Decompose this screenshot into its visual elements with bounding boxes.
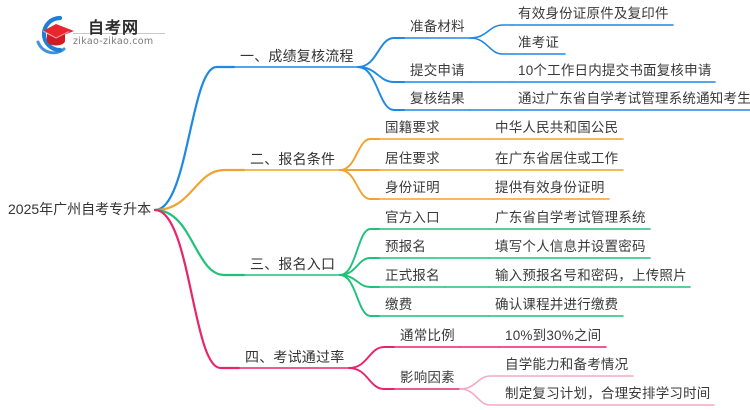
node-label-1-1[interactable]: 准备材料 xyxy=(410,19,465,34)
node-label-1-2[interactable]: 提交申请 xyxy=(410,63,465,78)
leaf-label-2-3-1[interactable]: 提供有效身份证明 xyxy=(495,180,605,195)
leaf-label-2-2-1[interactable]: 在广东省居住或工作 xyxy=(495,151,619,166)
branch-label-1[interactable]: 一、成绩复核流程 xyxy=(240,48,354,64)
link-branch-1-child-3 xyxy=(357,66,405,111)
leaf-label-1-2-1[interactable]: 10个工作日内提交书面复核申请 xyxy=(518,63,712,78)
leaf-label-3-1-1[interactable]: 广东省自学考试管理系统 xyxy=(495,210,646,225)
node-label-2-3[interactable]: 身份证明 xyxy=(385,180,440,195)
link-root-to-branch-1 xyxy=(153,65,236,212)
link-node-1-1-leaf-2 xyxy=(469,37,513,55)
mindmap-root-label[interactable]: 2025年广州自考专升本 xyxy=(8,201,152,217)
link-branch-3-child-1 xyxy=(339,228,380,276)
node-label-3-2[interactable]: 预报名 xyxy=(385,239,427,254)
node-label-2-2[interactable]: 居住要求 xyxy=(385,151,440,166)
link-branch-2-child-1 xyxy=(339,138,380,171)
leaf-label-3-3-1[interactable]: 输入预报名号和密码，上传照片 xyxy=(495,268,687,283)
leaf-label-2-1-1[interactable]: 中华人民共和国公民 xyxy=(495,120,619,135)
leaf-label-4-2-2[interactable]: 制定复习计划，合理安排学习时间 xyxy=(505,386,711,401)
link-root-to-branch-4 xyxy=(153,208,241,370)
leaf-label-4-2-1[interactable]: 自学能力和备考情况 xyxy=(505,357,629,372)
leaf-label-1-1-1[interactable]: 有效身份证原件及复印件 xyxy=(518,6,669,21)
link-branch-1-child-1 xyxy=(357,37,405,68)
link-node-4-2-leaf-1 xyxy=(459,375,500,390)
site-logo[interactable]: 自考网 zikao-zikao.com xyxy=(30,12,165,56)
leaf-label-4-1-1[interactable]: 10%到30%之间 xyxy=(505,328,602,343)
branch-label-4[interactable]: 四、考试通过率 xyxy=(245,349,345,365)
link-node-4-2-leaf-2 xyxy=(459,388,500,406)
node-label-4-2[interactable]: 影响因素 xyxy=(400,370,455,385)
leaf-label-1-3-1[interactable]: 通过广东省自学考试管理系统通知考生 xyxy=(518,91,750,106)
node-label-2-1[interactable]: 国籍要求 xyxy=(385,120,440,135)
link-branch-4-child-2 xyxy=(348,367,395,390)
link-branch-4-child-1 xyxy=(348,346,395,369)
link-branch-2-child-3 xyxy=(339,169,380,200)
logo-divider xyxy=(73,33,165,34)
logo-domain: zikao-zikao.com xyxy=(73,36,154,47)
link-root-to-branch-3 xyxy=(153,208,246,277)
node-label-4-1[interactable]: 通常比例 xyxy=(400,328,455,343)
node-label-3-1[interactable]: 官方入口 xyxy=(385,210,440,225)
node-label-1-3[interactable]: 复核结果 xyxy=(410,91,465,106)
link-node-1-1-leaf-1 xyxy=(469,24,513,39)
leaf-label-3-2-1[interactable]: 填写个人信息并设置密码 xyxy=(495,239,646,254)
leaf-label-3-4-1[interactable]: 确认课程并进行缴费 xyxy=(495,297,619,312)
branch-label-2[interactable]: 二、报名条件 xyxy=(250,151,336,167)
link-branch-3-child-2 xyxy=(339,257,380,276)
logo-mark-icon xyxy=(36,15,74,55)
branch-label-3[interactable]: 三、报名入口 xyxy=(250,256,336,272)
link-branch-3-child-4 xyxy=(339,274,380,317)
leaf-label-1-1-2[interactable]: 准考证 xyxy=(518,35,560,50)
logo-title: 自考网 xyxy=(88,20,140,37)
node-label-3-4[interactable]: 缴费 xyxy=(385,297,413,312)
link-root-to-branch-2 xyxy=(153,168,246,212)
node-label-3-3[interactable]: 正式报名 xyxy=(385,268,440,283)
